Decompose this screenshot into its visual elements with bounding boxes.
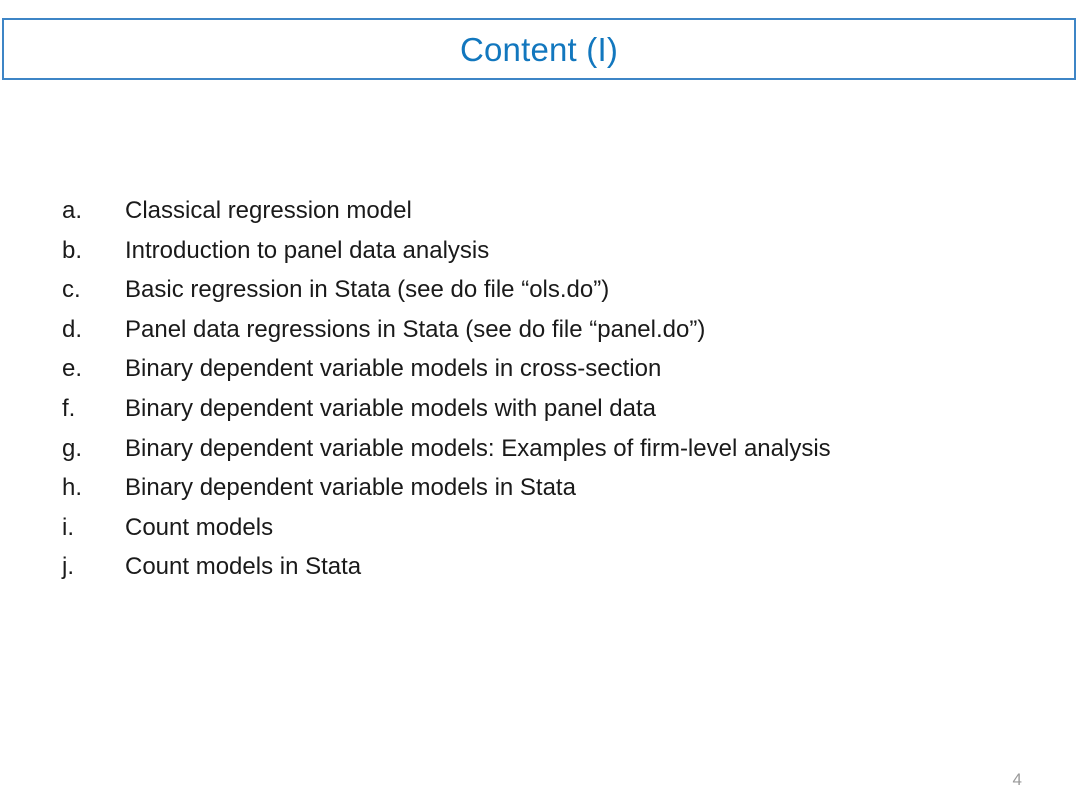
list-item: f. Binary dependent variable models with … (62, 389, 1022, 429)
content-outline-list: a. Classical regression model b. Introducti… (62, 191, 1022, 587)
list-item-label: Basic regression in Stata (see do file “… (125, 276, 610, 304)
list-item-marker: g. (62, 434, 83, 462)
list-item-label: Count models (125, 513, 274, 541)
list-item: i. Count models (62, 508, 1022, 548)
list-item-label: Binary dependent variable models in cros… (125, 355, 662, 383)
list-item-marker: f. (62, 394, 76, 422)
page-number: 4 (1012, 770, 1022, 789)
list-item: b. Introduction to panel data analysis (62, 231, 1022, 271)
slide-title-box: Content (I) (2, 18, 1076, 80)
list-item-label: Classical regression model (125, 197, 412, 224)
list-item: h. Binary dependent variable models in St… (62, 468, 1022, 508)
list-item: g. Binary dependent variable models: Exam… (62, 429, 1022, 469)
list-item-label: Binary dependent variable models in Stat… (125, 474, 576, 502)
list-item-marker: e. (62, 355, 83, 383)
list-item-label: Binary dependent variable models with pa… (125, 394, 657, 422)
list-item-marker: j. (62, 553, 74, 581)
list-item-marker: d. (62, 315, 83, 343)
list-item: a. Classical regression model (62, 191, 1022, 231)
list-item-label: Introduction to panel data analysis (125, 236, 490, 264)
list-item-marker: i. (62, 513, 74, 541)
list-item: d. Panel data regressions in Stata (see d… (62, 310, 1022, 350)
list-item-marker: a. (62, 197, 83, 224)
list-item: e. Binary dependent variable models in cr… (62, 349, 1022, 389)
list-item: j. Count models in Stata (62, 547, 1022, 587)
list-item-label: Count models in Stata (125, 553, 362, 581)
page-title: Content (I) (459, 30, 619, 68)
list-item-marker: c. (62, 276, 81, 304)
list-item-label: Panel data regressions in Stata (see do … (125, 315, 706, 343)
list-item: c. Basic regression in Stata (see do file… (62, 270, 1022, 310)
list-item-label: Binary dependent variable models: Exampl… (125, 434, 831, 462)
list-item-marker: b. (62, 236, 83, 264)
list-item-marker: h. (62, 474, 83, 502)
